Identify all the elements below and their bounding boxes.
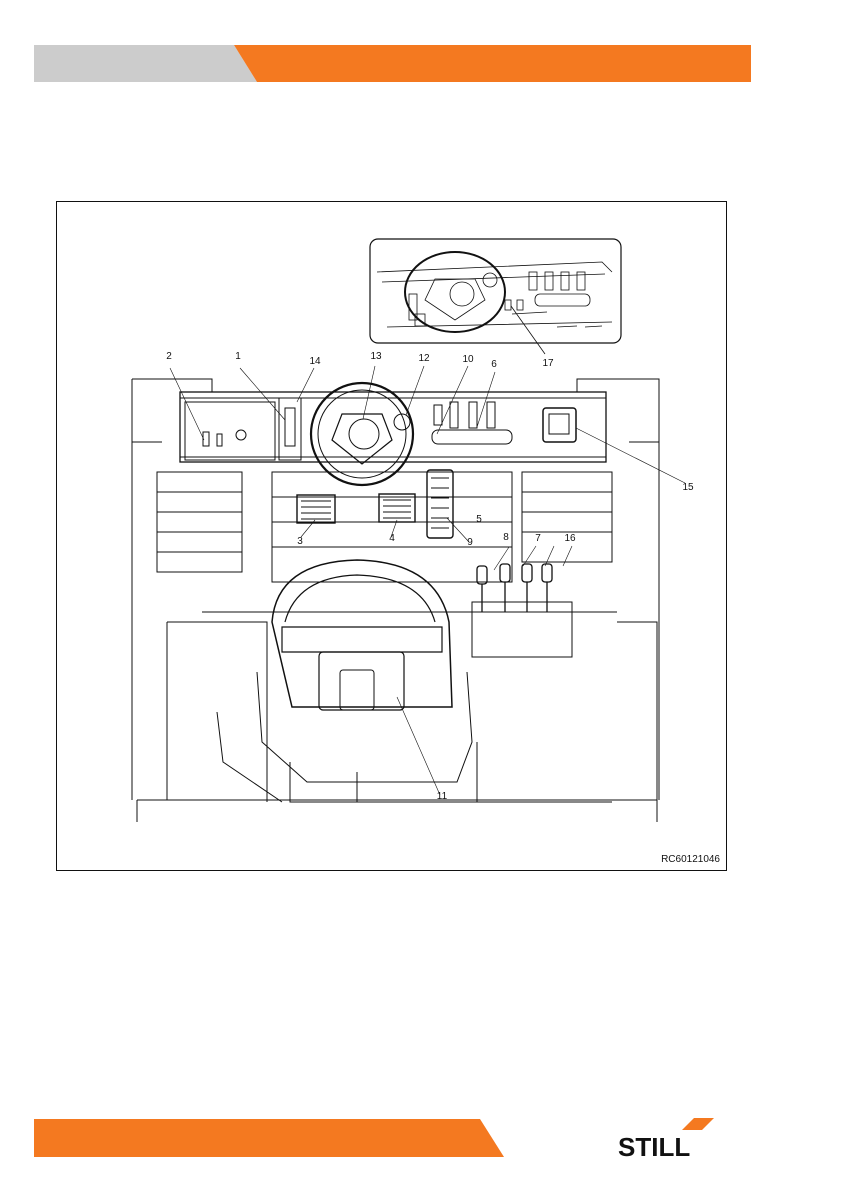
callout-5: 5 xyxy=(469,515,489,525)
callout-13: 13 xyxy=(366,352,386,362)
callout-7: 7 xyxy=(528,534,548,544)
callout-3: 3 xyxy=(290,537,310,547)
callout-15: 15 xyxy=(678,483,698,493)
callout-14: 14 xyxy=(305,357,325,367)
footer-orange-bar xyxy=(34,1119,504,1157)
callout-4: 4 xyxy=(382,534,402,544)
callout-8: 8 xyxy=(496,533,516,543)
callout-2: 2 xyxy=(159,352,179,362)
still-logo: STILL xyxy=(616,1118,752,1160)
callout-9: 9 xyxy=(460,538,480,548)
header-orange-bar xyxy=(234,45,751,82)
logo-text: STILL xyxy=(618,1132,690,1160)
callout-10: 10 xyxy=(458,355,478,365)
callout-12: 12 xyxy=(414,354,434,364)
callout-17: 17 xyxy=(538,359,558,369)
callout-11: 11 xyxy=(432,792,452,802)
callout-1: 1 xyxy=(228,352,248,362)
figure-reference-code: RC60121046 xyxy=(661,854,720,865)
callout-16: 16 xyxy=(560,534,580,544)
callout-6: 6 xyxy=(484,360,504,370)
figure-frame: 2 1 14 13 12 10 6 15 5 3 4 9 8 7 16 17 1… xyxy=(56,201,727,871)
